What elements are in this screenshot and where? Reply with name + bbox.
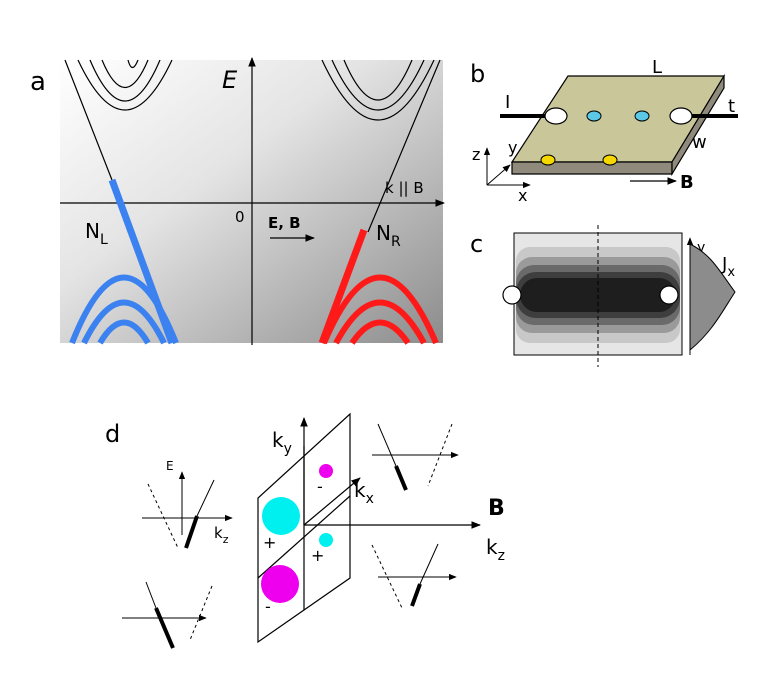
right-valence-bands [321, 274, 439, 345]
ky-label: ky [272, 428, 292, 457]
triad-y-label: y [508, 138, 517, 157]
k-axis-label: k || B [385, 179, 424, 197]
right-contact [669, 107, 693, 125]
kx-label: kx [354, 478, 374, 507]
current-profile-label: Jx [721, 254, 735, 280]
magenta-node-large [261, 565, 299, 603]
thickness-label: t [728, 96, 735, 117]
inset-lower-right [371, 543, 457, 609]
profile-axis-label: y [697, 240, 705, 256]
left-valence-bands [69, 274, 179, 345]
cyan-node-small [319, 533, 333, 547]
field-label-d: B [488, 496, 505, 521]
bottom-probe-2 [602, 154, 618, 166]
kx-axis [303, 477, 361, 526]
field-label-b: B [680, 172, 694, 193]
inset-upper-left: E kz [142, 459, 233, 549]
inset-kz-label: kz [214, 524, 229, 546]
slab-side [671, 73, 725, 177]
origin-label: 0 [235, 208, 245, 226]
panel-a: a E k || B 0 [30, 57, 445, 345]
bottom-probe-1 [540, 154, 556, 166]
charge-plus-small: + [311, 546, 324, 565]
panel-d-label: d [105, 420, 120, 448]
panel-b-label: b [470, 60, 485, 88]
left-contact [544, 107, 568, 125]
inset-upper-right [372, 423, 459, 491]
node-right-label: NR [376, 221, 401, 250]
left-cone-line [64, 59, 113, 181]
current-density-map [513, 232, 683, 356]
kz-label: kz [486, 535, 505, 564]
current-label: I [505, 92, 510, 113]
field-label: E, B [268, 214, 301, 232]
node-left-label: NL [85, 219, 108, 248]
panel-c: c y Jx [470, 225, 736, 367]
left-contact-c [502, 285, 522, 305]
top-probe-1 [586, 110, 602, 122]
charge-minus-large: - [265, 597, 271, 616]
right-cone-line [367, 59, 441, 233]
current-profile [689, 243, 736, 352]
magenta-node-small [319, 464, 333, 478]
charge-plus-large: + [263, 533, 276, 552]
inset-lower-left [122, 581, 213, 649]
triad-z-label: z [472, 145, 480, 164]
inset-energy-label: E [166, 459, 174, 473]
length-label: L [652, 57, 662, 78]
slab-front [511, 161, 673, 175]
panel-b: b L t w I z y x B [470, 57, 738, 205]
top-probe-2 [634, 110, 650, 122]
right-chiral-branch [318, 228, 368, 345]
panel-c-label: c [470, 230, 483, 258]
cyan-node-large [262, 497, 300, 535]
charge-minus-small: - [317, 477, 323, 496]
right-contact-c [659, 285, 679, 305]
energy-axis-label: E [222, 66, 238, 94]
panel-a-label: a [30, 67, 46, 97]
triad-y-axis [486, 164, 511, 186]
width-label: w [692, 132, 707, 153]
upper-bands [77, 59, 435, 121]
panel-d: d ky kx kz B + - - + E kz [105, 412, 505, 649]
triad-x-label: x [518, 186, 527, 205]
